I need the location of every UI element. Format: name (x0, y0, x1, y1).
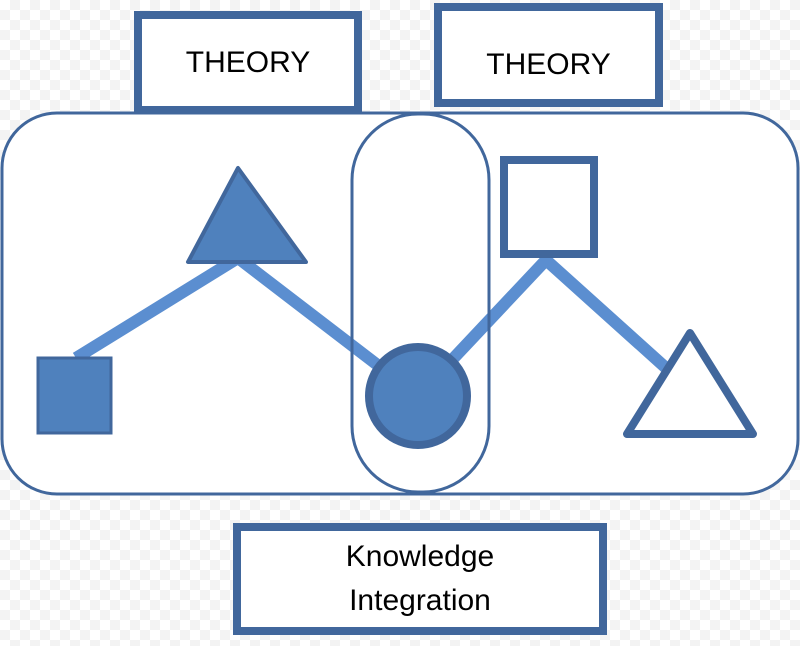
knowledge-integration-label: Knowledge Integration (233, 523, 607, 635)
theory-domain-container (0, 111, 800, 496)
integration-capsule (350, 112, 491, 494)
theory-label-left: THEORY (134, 11, 362, 114)
filled-square-icon (36, 356, 113, 435)
outline-triangle-icon (623, 329, 757, 438)
theory-label-left-text: THEORY (185, 45, 311, 79)
filled-circle-icon (365, 343, 471, 449)
knowledge-integration-line-1: Knowledge (345, 540, 495, 573)
theory-label-right-text: THEORY (486, 48, 611, 81)
theory-label-right: THEORY (434, 3, 663, 107)
filled-triangle-icon (186, 166, 308, 264)
knowledge-integration-line-2: Integration (349, 584, 491, 617)
outline-square-icon (500, 156, 598, 258)
